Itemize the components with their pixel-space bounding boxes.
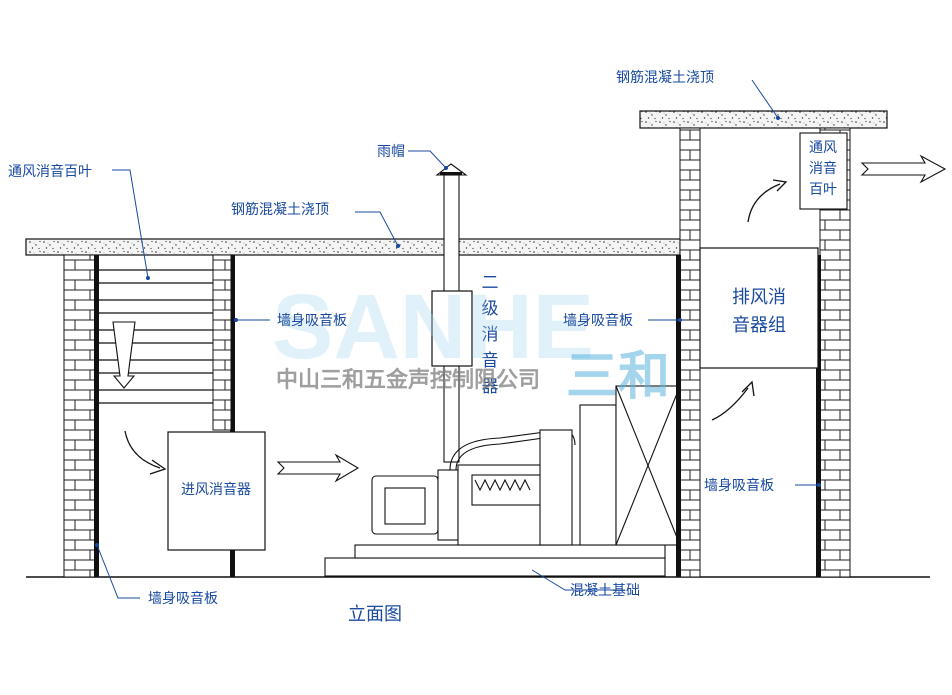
exhaust-silencer-group [699, 247, 819, 369]
secondary-silencer-char-2: 级 [482, 299, 499, 319]
watermark-brand: 三和 [566, 347, 670, 407]
view-title: 立面图 [348, 604, 402, 625]
secondary-silencer-char-5: 器 [482, 377, 499, 397]
roof-left-label: 钢筋混凝土浇顶 [231, 201, 329, 218]
intake-curve-arrow [124, 430, 161, 469]
rain-cap-label: 雨帽 [377, 144, 405, 160]
foundation-leader [531, 569, 625, 591]
wall-panel-right-label: 墙身吸音板 [563, 312, 633, 329]
exhaust-roof-slab [639, 110, 888, 129]
secondary-silencer-char-4: 音 [482, 351, 499, 371]
main-roof-slab [25, 238, 681, 256]
exhaust-group-line1: 排风消 [732, 287, 786, 308]
middle-brick-wall [679, 127, 701, 578]
wall-panel-bottom-label: 墙身吸音板 [148, 590, 218, 607]
rain-cap-leader [408, 150, 448, 170]
secondary-silencer-char-1: 二 [482, 273, 499, 293]
watermark-latin: SANHE [272, 276, 594, 378]
intake-louver-label: 通风消音百叶 [8, 163, 92, 180]
wall-panel-bottom-leader [95, 543, 140, 599]
exhaust-louver-line1: 通风 [809, 140, 837, 156]
exhaust-group-line2: 音器组 [732, 315, 786, 336]
left-wall-absorber [94, 255, 99, 577]
roof-left-leader [355, 211, 400, 248]
intake-shaft-wall [212, 254, 232, 431]
flow-arrow-intake [276, 453, 360, 483]
intake-down-arrow [112, 321, 136, 389]
foundation-label: 混凝土基础 [570, 582, 640, 599]
exhaust-louver-box [799, 132, 848, 210]
exhaust-right-absorber [816, 255, 821, 577]
secondary-silencer-char-3: 消 [482, 325, 499, 345]
generator-set [324, 385, 681, 577]
exhaust-louver-line3: 百叶 [809, 182, 837, 198]
wall-panel-exhaust-label: 墙身吸音板 [704, 477, 774, 494]
intake-silencer-box [167, 431, 266, 551]
watermark-company: 中山三和五金声控制限公司 [276, 367, 540, 393]
intake-shaft-absorber [230, 255, 235, 577]
intake-louver-leader [112, 169, 150, 280]
roof-right-leader [751, 79, 780, 120]
exhaust-curve-arrow-upper [747, 183, 781, 223]
exhaust-out-arrow [860, 154, 947, 184]
roof-right-label: 钢筋混凝土浇顶 [616, 69, 714, 86]
exhaust-louver-line2: 消音 [809, 160, 837, 177]
wall-panel-mid-label: 墙身吸音板 [277, 312, 347, 329]
left-brick-wall [63, 254, 97, 578]
secondary-silencer-box [431, 290, 473, 367]
intake-silencer-label: 进风消音器 [181, 481, 251, 498]
middle-wall-absorber [676, 255, 681, 577]
exhaust-curve-arrow-lower [711, 387, 749, 421]
